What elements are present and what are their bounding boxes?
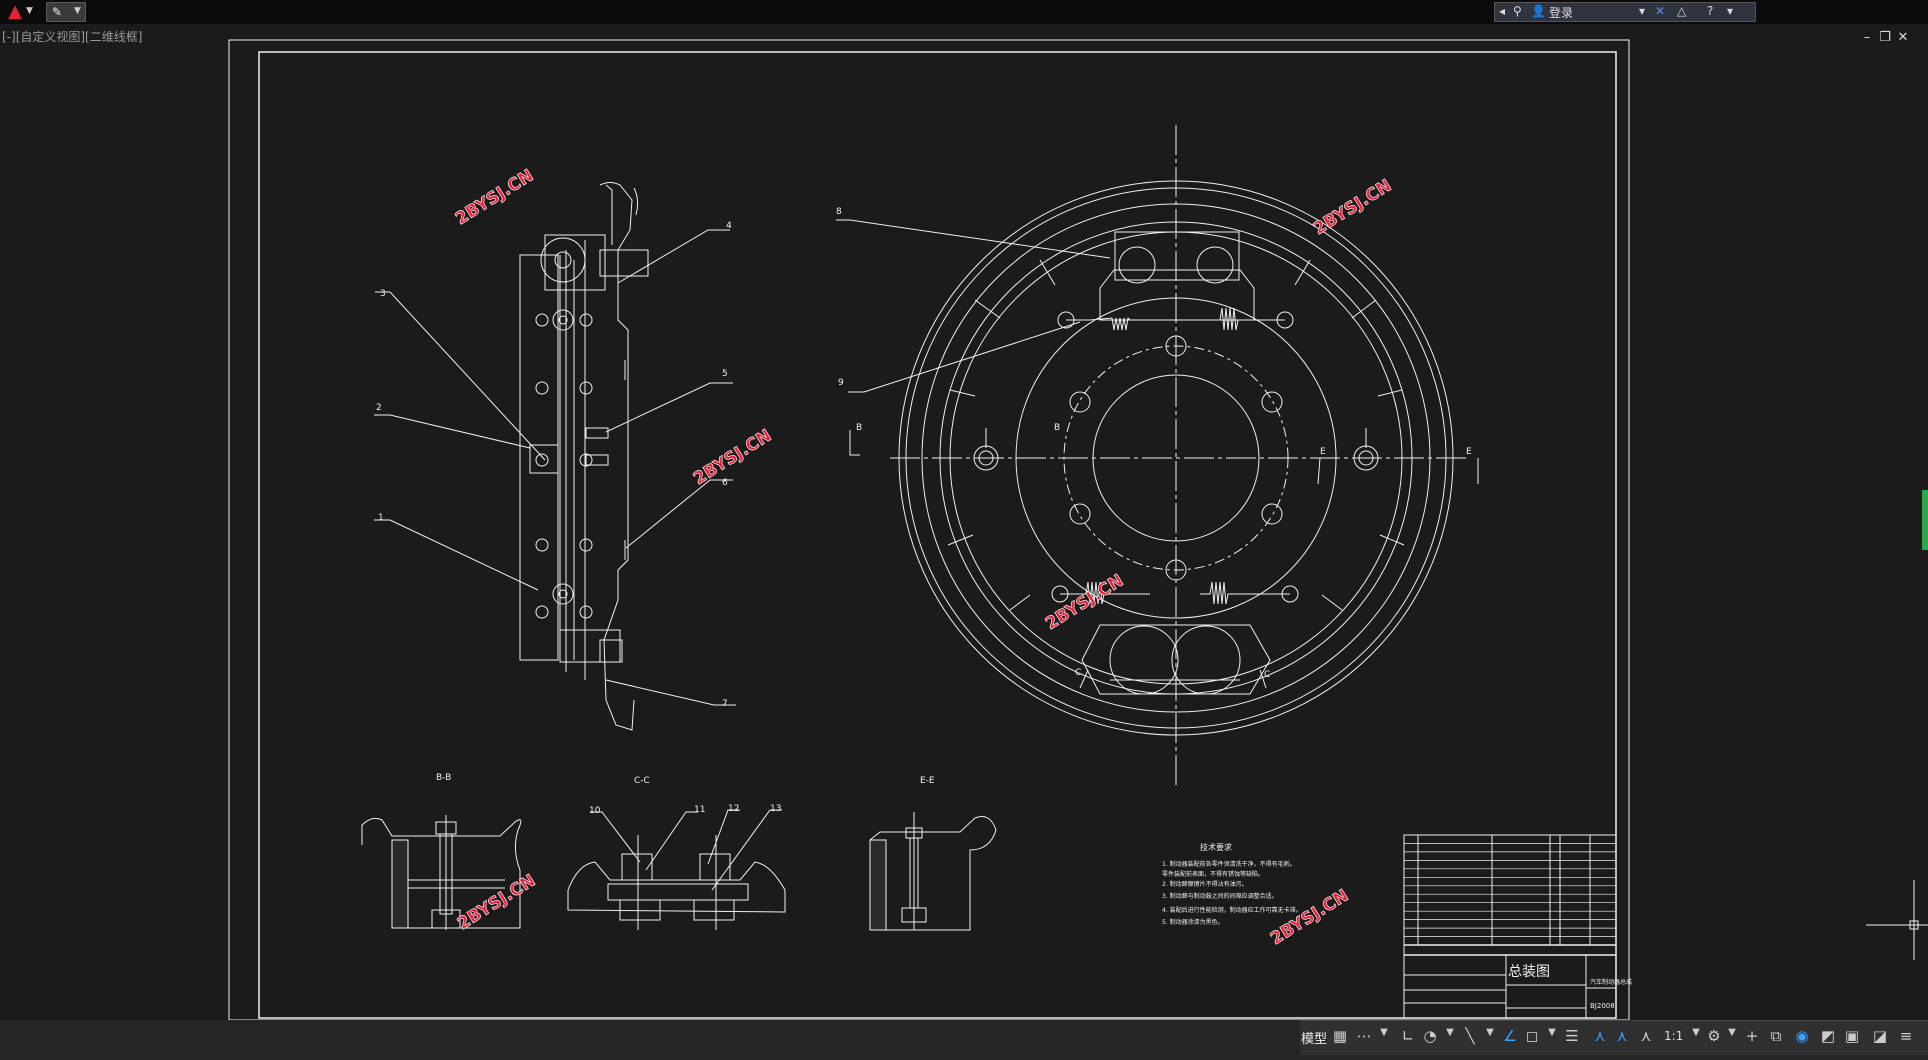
note-line-5: 4. 装配后进行性能检测，制动器应工作可靠无卡滞。: [1162, 906, 1302, 914]
cut-letter-c-left: C: [1075, 668, 1081, 678]
autocad-logo-icon[interactable]: ▲: [8, 1, 22, 22]
chevron-down-icon[interactable]: ▼: [1548, 1027, 1556, 1038]
section-c-c: [567, 809, 786, 930]
object-snap-icon[interactable]: ◻: [1525, 1027, 1539, 1045]
auto-scale-icon[interactable]: ⋏: [1616, 1027, 1628, 1045]
chevron-down-icon[interactable]: ▼: [1692, 1027, 1700, 1038]
part-number-11: 11: [694, 805, 705, 815]
help-icon[interactable]: ?: [1707, 4, 1714, 18]
title-block-title: 总装图: [1508, 964, 1550, 980]
title-bar: ▲ ▼ ✎ ▼ ◂ ⚲ 👤 登录 ▾ ✕ △ ? ▾: [0, 0, 1928, 24]
customize-menu-icon[interactable]: ≡: [1899, 1027, 1913, 1045]
note-line-6: 5. 制动器涂漆为黑色。: [1162, 918, 1224, 926]
note-line-4: 3. 制动蹄与制动鼓之间的间隙应调整合适。: [1162, 892, 1278, 900]
cut-letter-b-center: B: [1054, 423, 1060, 433]
title-block: [1403, 834, 1617, 1019]
part-number-4: 4: [726, 221, 732, 231]
part-number-8: 8: [836, 207, 842, 217]
hardware-acceleration-icon[interactable]: ◉: [1795, 1027, 1809, 1045]
user-icon: 👤: [1531, 4, 1546, 18]
section-label-bb: B-B: [436, 773, 451, 783]
chevron-down-icon[interactable]: ▼: [1728, 1027, 1736, 1038]
viewport-controls-label[interactable]: [-][自定义视图][二维线框]: [2, 30, 143, 44]
object-snap-tracking-icon[interactable]: ∠: [1503, 1027, 1517, 1045]
quick-properties-icon[interactable]: ◪: [1872, 1027, 1888, 1045]
notes-title: 技术要求: [1200, 842, 1232, 852]
part-number-13: 13: [770, 804, 781, 814]
watermark-3: 2BYSJ.CN: [1310, 176, 1395, 240]
part-number-10: 10: [589, 806, 601, 816]
gear-icon[interactable]: ⚙: [1707, 1027, 1721, 1045]
section-b-b: [361, 815, 522, 930]
cut-letter-b-left: B: [856, 423, 862, 433]
quick-access-toolbar[interactable]: ✎ ▼: [46, 2, 86, 22]
note-line-3: 2. 制动蹄摩擦片不得沾有油污。: [1162, 880, 1248, 888]
part-number-9: 9: [838, 378, 844, 388]
sign-in-bar[interactable]: ◂ ⚲ 👤 登录 ▾ ✕ △ ? ▾: [1494, 2, 1756, 22]
part-number-2: 2: [376, 403, 382, 413]
chevron-down-icon[interactable]: ▾: [1639, 4, 1646, 18]
clean-screen-icon[interactable]: ◩: [1820, 1027, 1836, 1045]
front-view: [836, 125, 1479, 785]
polar-icon[interactable]: ◔: [1423, 1027, 1437, 1045]
chevron-down-icon[interactable]: ▼: [1486, 1027, 1494, 1038]
cut-letter-c-right: C: [1264, 670, 1270, 680]
model-tab[interactable]: 模型: [1300, 1032, 1327, 1047]
plus-icon[interactable]: +: [1745, 1027, 1759, 1045]
title-block-project: 汽车制动器总成: [1590, 978, 1632, 986]
crosshair-cursor: [1866, 880, 1928, 960]
chevron-down-icon[interactable]: ▼: [1380, 1027, 1388, 1038]
sheet-outer-border: [228, 39, 1630, 1020]
exchange-icon[interactable]: ✕: [1655, 4, 1666, 18]
section-label-ee: E-E: [920, 776, 935, 786]
status-toolbar: [1300, 1020, 1928, 1055]
scrollbar-indicator[interactable]: [1922, 490, 1928, 550]
sheet-inner-border: [258, 51, 1617, 1019]
note-line-1: 1. 制动器装配前各零件须清洗干净，不得有毛刺。: [1162, 860, 1296, 868]
watermark-6: 2BYSJ.CN: [1267, 886, 1352, 950]
connect-icon[interactable]: △: [1677, 4, 1687, 18]
chevron-down-icon[interactable]: ▾: [1727, 4, 1734, 18]
chevron-down-icon[interactable]: ▼: [1446, 1027, 1454, 1038]
part-number-6: 6: [722, 478, 728, 488]
restore-icon[interactable]: ❐: [1879, 30, 1891, 45]
snap-icon[interactable]: ⋯: [1356, 1027, 1372, 1045]
title-block-code: BJ2008: [1590, 1002, 1615, 1010]
section-label-cc: C-C: [634, 776, 650, 786]
drawing-canvas[interactable]: 4 3 5 2 6 1 7 8 9 10 11 12 13 B-B C-C E-…: [0, 0, 1928, 1020]
fullscreen-icon[interactable]: ▣: [1844, 1027, 1860, 1045]
parts-list-rows: [1404, 843, 1616, 937]
annotation-scale-icon[interactable]: ⋏: [1640, 1027, 1652, 1045]
watermark-1: 2BYSJ.CN: [452, 166, 537, 230]
annotation-visibility-icon[interactable]: ⋏: [1594, 1027, 1606, 1045]
minimize-icon[interactable]: –: [1863, 30, 1871, 45]
cut-letter-e-left: E: [1320, 447, 1326, 457]
part-number-7: 7: [722, 699, 728, 709]
close-icon[interactable]: ✕: [1897, 30, 1909, 45]
binoculars-icon[interactable]: ⚲: [1513, 4, 1522, 18]
chevron-left-icon[interactable]: ◂: [1499, 4, 1506, 18]
section-e-e: [869, 812, 997, 931]
status-bar: 模型 ▦ ⋯ ▼ ∟ ◔ ▼ ╲ ▼ ∠ ◻ ▼ ☰ ⋏ ⋏ ⋏ 1:1 ▼ ⚙…: [0, 1020, 1928, 1060]
grid-icon[interactable]: ▦: [1332, 1027, 1348, 1045]
part-number-3: 3: [380, 289, 386, 299]
isodraft-icon[interactable]: ╲: [1465, 1027, 1475, 1045]
lineweight-icon[interactable]: ☰: [1565, 1027, 1579, 1045]
sign-in-label[interactable]: 登录: [1549, 6, 1574, 20]
side-view: [374, 182, 736, 731]
note-line-2: 零件装配前表面，不得有锈蚀等缺陷。: [1162, 870, 1264, 878]
drawing-annotations: 4 3 5 2 6 1 7 8 9 10 11 12 13 B-B C-C E-…: [376, 207, 1632, 1010]
workspace-icon[interactable]: ✎: [52, 5, 63, 19]
part-number-1: 1: [378, 513, 384, 523]
cut-letter-e-right: E: [1466, 447, 1472, 457]
app-menu-caret-icon[interactable]: ▼: [26, 6, 33, 16]
part-number-12: 12: [728, 804, 739, 814]
part-number-5: 5: [722, 369, 728, 379]
annotation-scale-value[interactable]: 1:1: [1664, 1029, 1684, 1043]
drawing-window-controls: –❐ ✕: [1858, 30, 1912, 45]
isolate-objects-icon[interactable]: ⧉: [1770, 1027, 1782, 1045]
ortho-icon[interactable]: ∟: [1401, 1027, 1415, 1045]
chevron-down-icon[interactable]: ▼: [74, 6, 81, 16]
